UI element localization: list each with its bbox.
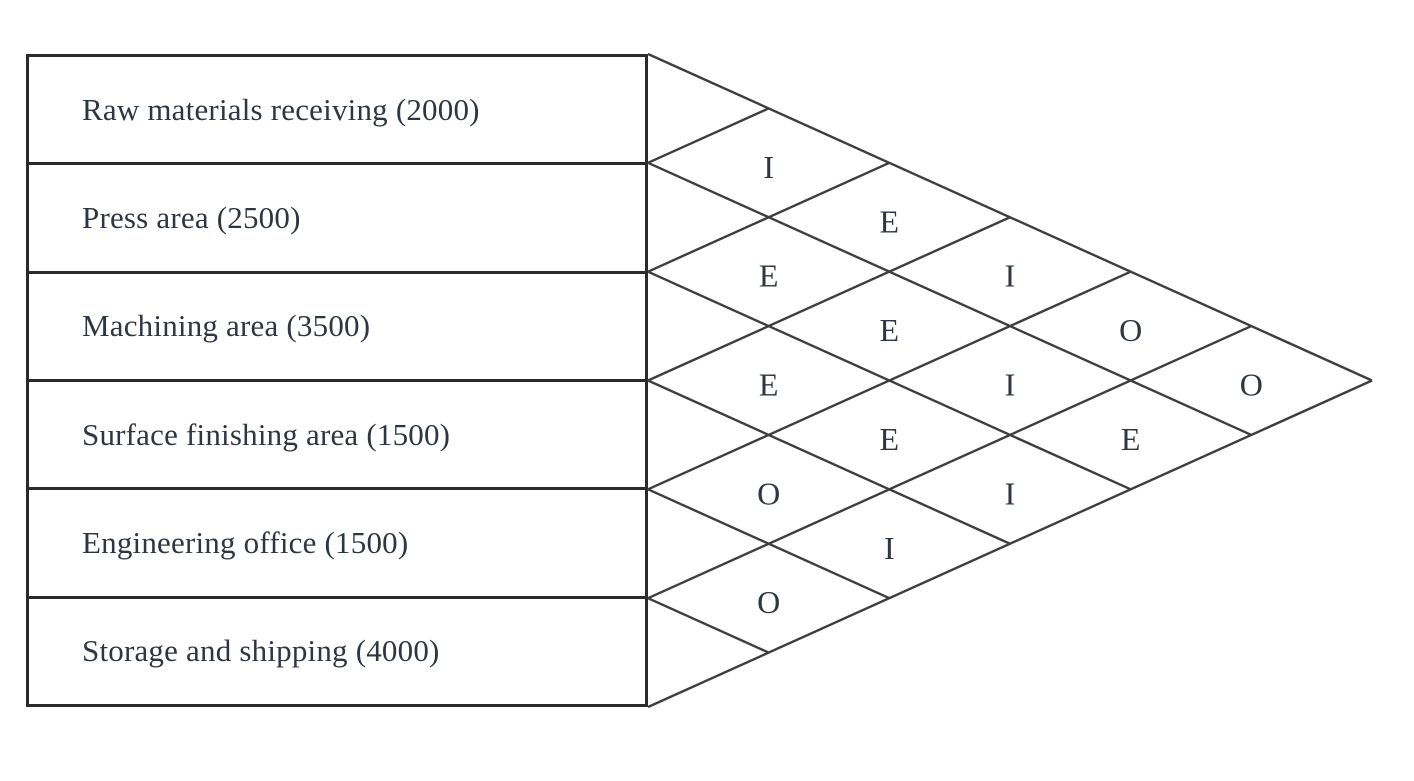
relationship-rating-4-5: O — [757, 475, 780, 511]
department-label: Surface finishing area (1500) — [82, 416, 451, 452]
lattice-line — [647, 597, 770, 654]
relationship-rating-2-4: E — [880, 312, 900, 348]
relationship-rating-3-6: I — [1005, 475, 1016, 511]
department-row-6: Storage and shipping (4000) — [29, 595, 645, 704]
department-label: Press area (2500) — [82, 199, 301, 235]
relationship-rating-1-6: O — [1240, 367, 1263, 403]
relationship-rating-3-5: E — [880, 421, 900, 457]
department-row-1: Raw materials receiving (2000) — [29, 57, 645, 162]
relationship-rating-4-6: I — [884, 530, 895, 566]
lattice-line — [647, 379, 1011, 545]
lattice-line — [647, 270, 1132, 491]
relationship-rating-2-6: E — [1121, 421, 1141, 457]
department-label: Engineering office (1500) — [82, 524, 409, 560]
department-label: Machining area (3500) — [82, 308, 371, 344]
lattice-line — [647, 216, 1011, 382]
department-row-2: Press area (2500) — [29, 162, 645, 270]
relationship-rating-1-3: E — [880, 203, 900, 239]
lattice-line — [647, 107, 770, 164]
relationship-rating-1-5: O — [1119, 312, 1142, 348]
department-row-4: Surface finishing area (1500) — [29, 378, 645, 487]
department-label: Storage and shipping (4000) — [82, 633, 440, 669]
lattice-line — [647, 324, 1252, 600]
lattice-line — [647, 161, 1252, 437]
department-label: Raw materials receiving (2000) — [82, 91, 480, 127]
relationship-rating-2-5: I — [1005, 367, 1016, 403]
relationship-rating-2-3: E — [759, 258, 779, 294]
department-row-3: Machining area (3500) — [29, 270, 645, 379]
relationship-rating-1-4: I — [1005, 258, 1016, 294]
relationship-rating-1-2: I — [763, 149, 774, 185]
relationship-rating-5-6: O — [757, 584, 780, 620]
lattice-line — [647, 379, 1373, 709]
lattice-line — [647, 161, 890, 273]
department-table: Raw materials receiving (2000) Press are… — [26, 54, 648, 707]
relationship-rating-3-4: E — [759, 367, 779, 403]
department-row-5: Engineering office (1500) — [29, 487, 645, 595]
